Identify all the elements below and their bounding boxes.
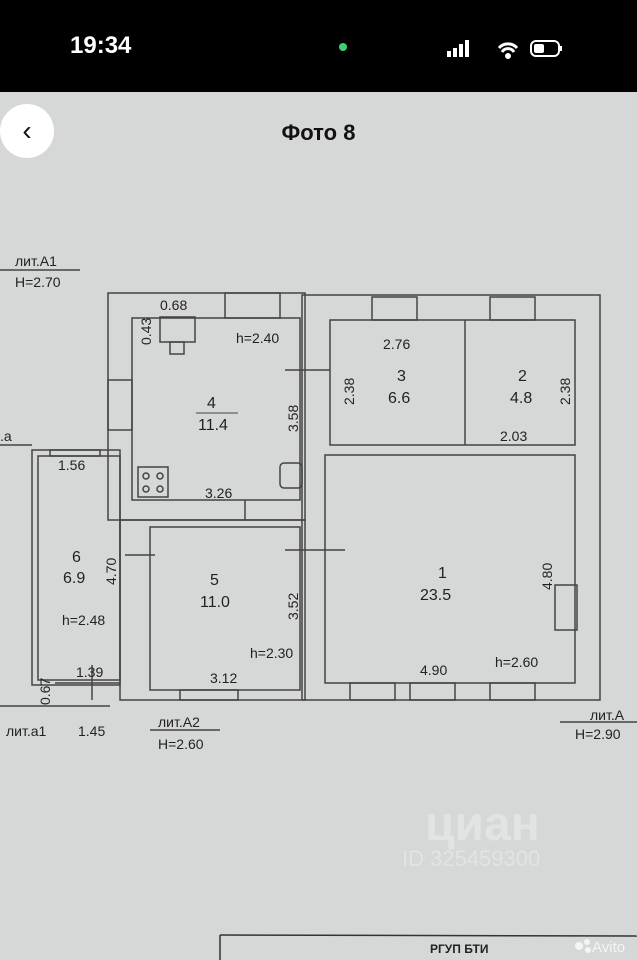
room5-number: 5 (210, 572, 219, 589)
lit-label-fragment: .a (0, 428, 12, 444)
status-bar: 19:34 (0, 0, 637, 92)
room1-height: h=2.60 (495, 654, 538, 670)
floor-plan-photo (0, 92, 637, 960)
room1-number: 1 (438, 565, 447, 582)
signal-icon (447, 40, 469, 57)
dim-label: 2.38 (341, 378, 357, 405)
room2-number: 2 (518, 368, 527, 385)
page-title: Фото 8 (281, 120, 356, 145)
room2-area: 4.8 (510, 390, 532, 407)
room1-area: 23.5 (420, 587, 451, 604)
dim-label: 0.67 (37, 678, 53, 705)
dim-label: 1.39 (76, 664, 103, 680)
room3-number: 3 (397, 368, 406, 385)
avito-logo: Avito (575, 939, 625, 956)
watermark-id: ID 325459300 (402, 846, 540, 871)
lit-a1-height: H=2.70 (15, 274, 61, 290)
status-icons (447, 40, 562, 59)
bti-stamp-label: РГУП БТИ (430, 942, 489, 956)
room6-area: 6.9 (63, 570, 85, 587)
dim-label: 4.80 (539, 563, 555, 590)
dim-label: 2.76 (383, 336, 410, 352)
stove-icon (137, 466, 169, 498)
dim-label: 2.03 (500, 428, 527, 444)
back-button[interactable]: ‹ (0, 104, 54, 158)
room5-area: 11.0 (200, 594, 230, 611)
dim-label: 1.45 (78, 723, 105, 739)
dim-label: 3.52 (285, 593, 301, 620)
wifi-icon (497, 42, 519, 59)
battery-icon (530, 40, 562, 57)
lit-a2-label: лит.А2 (158, 714, 200, 730)
privacy-indicator-dot (339, 43, 347, 51)
room5-height: h=2.30 (250, 645, 293, 661)
cian-watermark: циан ID 325459300 (402, 798, 540, 871)
dim-label: 4.70 (103, 558, 119, 585)
dim-label: 0.68 (160, 297, 187, 313)
status-time: 19:34 (70, 32, 132, 59)
lit-a1-small-label: лит.а1 (6, 723, 47, 739)
watermark-brand: циан (425, 798, 540, 851)
room3-area: 6.6 (388, 390, 410, 407)
dim-label: 3.58 (285, 405, 301, 432)
room4-number: 4 (207, 395, 216, 412)
dim-label: 1.56 (58, 457, 85, 473)
room4-area: 11.4 (198, 417, 228, 434)
dim-label: 3.26 (205, 485, 232, 501)
room6-height: h=2.48 (62, 612, 105, 628)
dim-label: 2.38 (557, 378, 573, 405)
dim-label: 3.12 (210, 670, 237, 686)
dim-label: 4.90 (420, 662, 447, 678)
lit-a-height: H=2.90 (575, 726, 621, 742)
lit-a1-label: лит.А1 (15, 253, 57, 269)
lit-a-label: лит.А (590, 707, 625, 723)
dim-label: 0.43 (138, 318, 154, 345)
room6-number: 6 (72, 549, 81, 566)
lit-a2-height: H=2.60 (158, 736, 204, 752)
chevron-left-icon: ‹ (22, 115, 32, 146)
room4-height: h=2.40 (236, 330, 279, 346)
avito-text: Avito (592, 939, 625, 956)
sink-icon (279, 462, 303, 489)
boiler-icon (159, 316, 196, 343)
